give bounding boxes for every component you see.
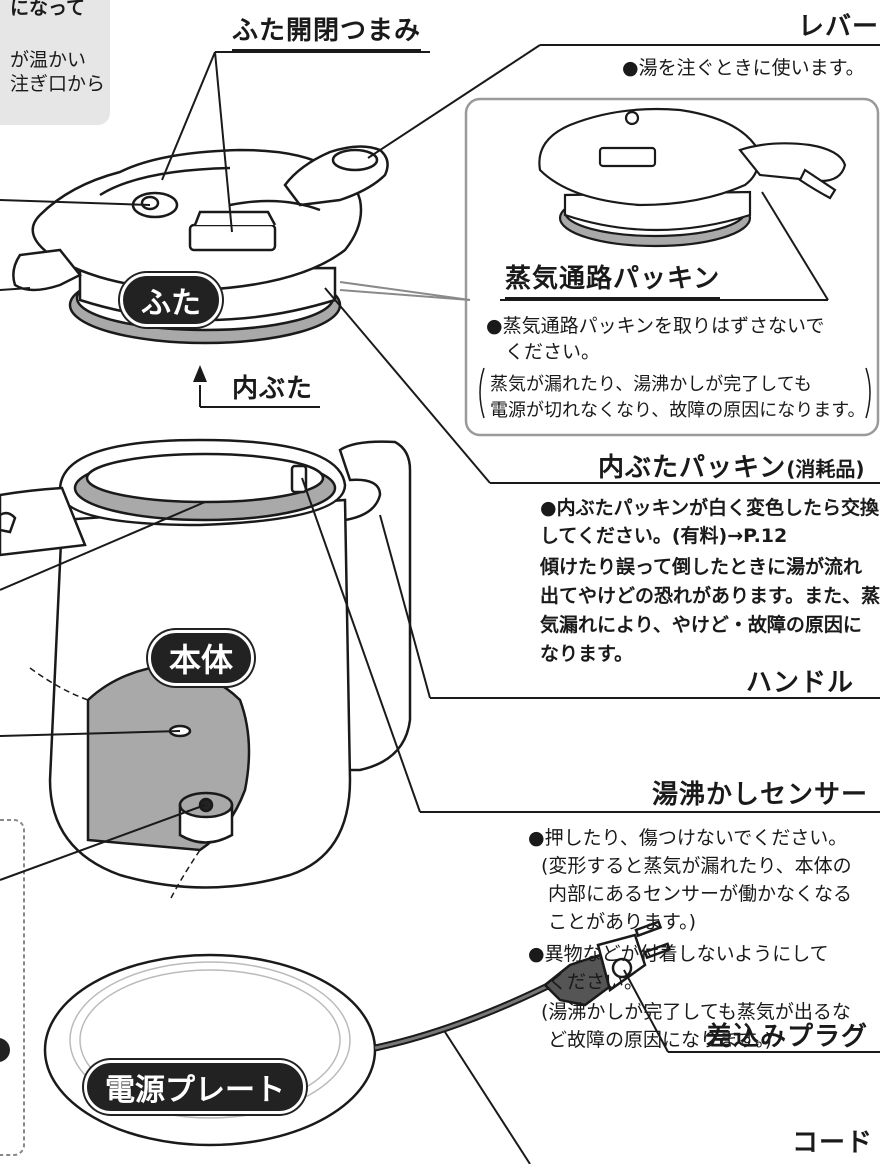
- sensor-note-7: (湯沸かしが完了しても蒸気が出るな: [541, 1001, 851, 1023]
- inset-box: [464, 97, 880, 437]
- inset-lid-drawing: [538, 107, 847, 248]
- topleft-note-line3: 注ぎ口から: [10, 73, 106, 95]
- paren-left: [479, 367, 485, 419]
- gray-leader-lines: [339, 281, 471, 301]
- paren-right: [865, 367, 871, 419]
- power-plate-pill: 電源プレート: [84, 1060, 306, 1114]
- sensor-note-2: (変形すると蒸気が漏れたり、本体の: [541, 855, 852, 877]
- body-pill: 本体: [148, 630, 255, 686]
- inner-note-4: 出てやけどの恐れがあります。また、蒸: [540, 585, 881, 607]
- steam-paren-2: 電源が切れなくなり、故障の原因になります。: [490, 400, 866, 421]
- steam-paren-1: 蒸気が漏れたり、湯沸かしが完了しても: [490, 374, 812, 395]
- inner-note-1: ●内ぶたパッキンが白く変色したら交換: [540, 497, 880, 519]
- sensor-note-1: ●押したり、傷つけないでください。: [528, 827, 848, 849]
- topleft-note-line2: が温かい: [10, 49, 87, 71]
- inner-packing-label: 内ぶたパッキン: [598, 453, 787, 483]
- leader-lines: [0, 44, 880, 1164]
- cut-line: [169, 849, 201, 901]
- inner-note-3: 傾けたり誤って倒したときに湯が流れ: [540, 556, 863, 578]
- inner-packing-suffix: (消耗品): [786, 457, 865, 481]
- sensor-label: 湯沸かしセンサー: [652, 780, 869, 810]
- inner-note-2: してください。(有料)→P.12: [540, 525, 788, 547]
- inner-note-6: なります。: [540, 643, 634, 665]
- inner-lid-arrow: [193, 365, 207, 382]
- topleft-note-box: [0, 0, 110, 125]
- steam-note-1: ●蒸気通路パッキンを取りはずさないで: [486, 315, 825, 337]
- topleft-note-line1: になって: [10, 0, 86, 19]
- sensor-note-6: ください。: [548, 971, 644, 993]
- steam-packing-label: 蒸気通路パッキン: [505, 258, 721, 300]
- lever-label: レバー: [798, 12, 880, 42]
- sensor-note-4: ことがあります。): [548, 911, 697, 933]
- sensor-note-5: ●異物などが付着しないようにして: [528, 943, 829, 965]
- lever-note: ●湯を注ぐときに使います。: [622, 57, 865, 79]
- lid-knob-label: ふた開閉つまみ: [232, 10, 422, 52]
- cut-line: [29, 667, 89, 701]
- bottomleft-box: [0, 819, 25, 1156]
- inner-note-5: 気漏れにより、やけど・故障の原因に: [540, 614, 862, 636]
- bottomleft-dot: [0, 1038, 10, 1062]
- lid-pill: ふた: [120, 273, 222, 327]
- plug-label: 差込みプラグ: [706, 1022, 869, 1052]
- handle-label: ハンドル: [746, 668, 855, 698]
- sensor-note-3: 内部にあるセンサーが働かなくなる: [548, 883, 853, 905]
- sensor-note-8: ど故障の原因になります。): [548, 1029, 773, 1051]
- steam-note-2: ください。: [505, 341, 601, 363]
- inner-packing-heading: 内ぶたパッキン(消耗品): [598, 447, 865, 484]
- cord-label: コード: [792, 1128, 874, 1158]
- inner-lid-label: 内ぶた: [232, 374, 314, 404]
